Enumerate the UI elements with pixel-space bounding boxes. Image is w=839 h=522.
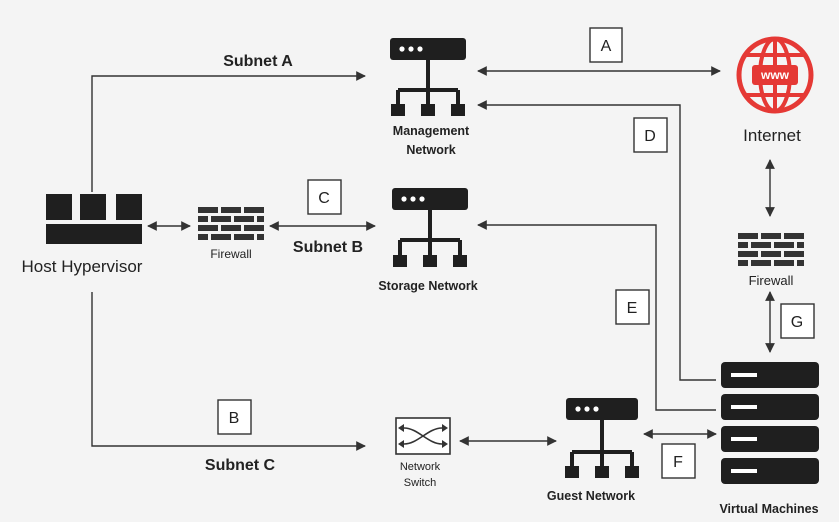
virtual-machines-label: Virtual Machines bbox=[719, 502, 818, 516]
marker-c-label: C bbox=[318, 190, 330, 207]
network-switch-label-1: Network bbox=[400, 461, 441, 473]
guest-network-label: Guest Network bbox=[547, 489, 635, 503]
subnet-c-label: Subnet C bbox=[205, 457, 276, 474]
guest-network-node: Guest Network bbox=[547, 398, 639, 503]
management-network-node: Management Network bbox=[390, 38, 470, 157]
marker-c: C bbox=[307, 179, 342, 215]
firewall-right-icon bbox=[738, 233, 804, 266]
connectors bbox=[91, 66, 775, 451]
marker-f: F bbox=[661, 443, 696, 479]
marker-b: B bbox=[217, 399, 252, 435]
firewall-right-node: Firewall bbox=[738, 233, 804, 288]
marker-g: G bbox=[780, 303, 815, 339]
host-hypervisor-label: Host Hypervisor bbox=[22, 257, 143, 276]
firewall-right-label: Firewall bbox=[749, 273, 794, 288]
storage-network-icon bbox=[392, 188, 468, 267]
firewall-left-icon bbox=[198, 207, 264, 240]
server-stack-icon bbox=[721, 362, 819, 484]
management-network-icon bbox=[390, 38, 466, 116]
subnet-a-label: Subnet A bbox=[223, 53, 293, 70]
storage-network-label: Storage Network bbox=[378, 279, 477, 293]
marker-g-label: G bbox=[791, 314, 803, 331]
marker-b-label: B bbox=[229, 410, 240, 427]
link-vms-management bbox=[477, 100, 716, 381]
internet-node: www Internet bbox=[736, 36, 814, 145]
subnet-b-label: Subnet B bbox=[293, 239, 363, 256]
marker-f-label: F bbox=[673, 454, 683, 471]
management-network-label-1: Management bbox=[393, 124, 470, 138]
marker-e-label: E bbox=[627, 300, 638, 317]
storage-network-node: Storage Network bbox=[378, 188, 478, 293]
marker-d: D bbox=[633, 117, 668, 153]
host-hypervisor-node: Host Hypervisor bbox=[22, 194, 143, 276]
link-host-switch bbox=[91, 292, 366, 451]
link-host-management bbox=[91, 71, 366, 192]
link-vms-storage bbox=[477, 220, 716, 411]
virtual-machines-node: Virtual Machines bbox=[719, 362, 819, 516]
firewall-left-node: Firewall bbox=[198, 207, 264, 261]
network-switch-node: Network Switch bbox=[395, 417, 451, 489]
network-switch-label-2: Switch bbox=[404, 477, 436, 489]
marker-e: E bbox=[615, 289, 650, 325]
marker-a-label: A bbox=[601, 38, 612, 55]
firewall-left-label: Firewall bbox=[210, 247, 251, 261]
marker-d-label: D bbox=[644, 128, 656, 145]
globe-icon: www bbox=[736, 36, 814, 114]
management-network-label-2: Network bbox=[406, 143, 455, 157]
hypervisor-icon bbox=[46, 194, 142, 244]
marker-a: A bbox=[589, 27, 623, 63]
guest-network-icon bbox=[565, 398, 639, 478]
internet-label: Internet bbox=[743, 126, 801, 145]
www-glyph: www bbox=[760, 68, 790, 82]
network-switch-icon bbox=[395, 417, 451, 455]
